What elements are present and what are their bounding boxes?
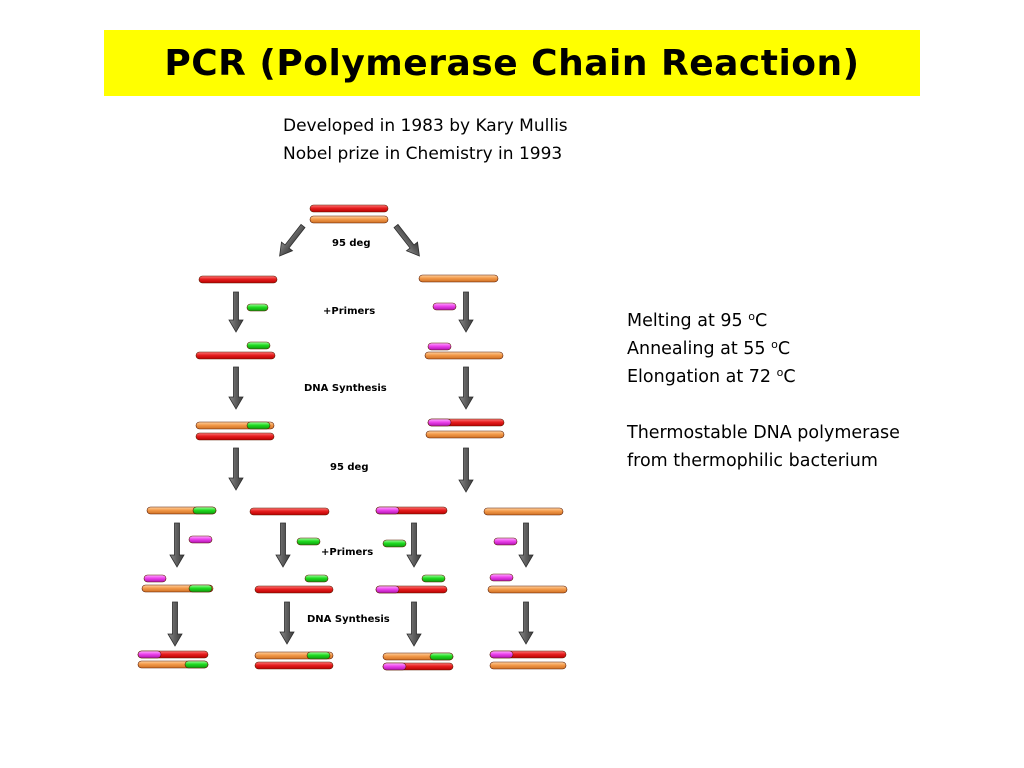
orange-strand xyxy=(309,215,389,224)
magenta-primer xyxy=(493,537,518,546)
down-arrow-icon xyxy=(406,522,422,568)
magenta-primer xyxy=(375,585,400,594)
credit-developed: Developed in 1983 by Kary Mullis xyxy=(283,116,568,136)
magenta-primer xyxy=(489,650,514,659)
down-arrow-icon xyxy=(406,601,422,647)
red-strand xyxy=(198,275,278,284)
red-strand xyxy=(254,585,334,594)
magenta-primer xyxy=(489,573,514,582)
orange-strand xyxy=(424,351,504,360)
step-primers-1: +Primers xyxy=(323,306,375,317)
down-arrow-icon xyxy=(169,522,185,568)
green-primer xyxy=(246,341,271,350)
down-arrow-icon xyxy=(228,366,244,410)
green-primer xyxy=(304,574,329,583)
down-arrow-icon xyxy=(228,291,244,333)
red-strand xyxy=(195,351,276,360)
orange-strand xyxy=(483,507,564,516)
magenta-primer xyxy=(382,662,407,671)
magenta-primer xyxy=(375,506,400,515)
down-arrow-icon xyxy=(275,522,291,568)
note-melting: Melting at 95 oC xyxy=(627,310,768,331)
down-arrow-icon xyxy=(228,447,244,491)
credit-nobel: Nobel prize in Chemistry in 1993 xyxy=(283,144,563,164)
step-synthesis-1: DNA Synthesis xyxy=(304,383,387,394)
credits-block: Developed in 1983 by Kary Mullis Nobel p… xyxy=(283,112,568,168)
orange-strand xyxy=(489,661,567,670)
red-strand xyxy=(249,507,330,516)
down-arrow-icon xyxy=(458,366,474,410)
note-enzyme-2: from thermophilic bacterium xyxy=(627,451,878,471)
orange-strand xyxy=(487,585,568,594)
magenta-primer xyxy=(143,574,167,583)
step-synthesis-2: DNA Synthesis xyxy=(307,614,390,625)
green-primer xyxy=(184,660,209,669)
slide-title: PCR (Polymerase Chain Reaction) xyxy=(164,42,860,84)
note-enzyme-1: Thermostable DNA polymerase xyxy=(627,423,900,443)
note-annealing: Annealing at 55 oC xyxy=(627,338,791,359)
orange-strand xyxy=(425,430,505,439)
orange-strand xyxy=(418,274,499,283)
magenta-primer xyxy=(432,302,457,311)
green-primer xyxy=(306,651,331,660)
down-arrow-icon xyxy=(518,522,534,568)
note-elongation: Elongation at 72 oC xyxy=(627,366,796,387)
pcr-notes: Melting at 95 oC Annealing at 55 oC Elon… xyxy=(627,307,900,475)
magenta-primer xyxy=(188,535,213,544)
magenta-primer xyxy=(427,342,452,351)
red-strand xyxy=(309,204,389,213)
process-arrows xyxy=(167,223,534,647)
green-primer xyxy=(382,539,407,548)
magenta-primer xyxy=(137,650,162,659)
dna-strands xyxy=(137,204,568,671)
title-banner: PCR (Polymerase Chain Reaction) xyxy=(104,30,920,96)
down-arrow-icon xyxy=(518,601,534,645)
step-denature-1: 95 deg xyxy=(332,238,371,249)
red-strand xyxy=(254,661,334,670)
green-primer xyxy=(429,652,454,661)
red-strand xyxy=(195,432,275,441)
green-primer xyxy=(296,537,321,546)
down-arrow-icon xyxy=(458,291,474,333)
magenta-primer xyxy=(427,418,452,427)
green-primer xyxy=(246,303,269,312)
step-denature-2: 95 deg xyxy=(330,462,369,473)
green-primer xyxy=(192,506,217,515)
green-primer xyxy=(188,584,213,593)
down-arrow-icon xyxy=(279,223,306,257)
down-arrow-icon xyxy=(393,223,420,257)
down-arrow-icon xyxy=(458,447,474,493)
down-arrow-icon xyxy=(167,601,183,647)
green-primer xyxy=(421,574,446,583)
step-primers-2: +Primers xyxy=(321,547,373,558)
green-primer xyxy=(246,421,271,430)
down-arrow-icon xyxy=(279,601,295,645)
